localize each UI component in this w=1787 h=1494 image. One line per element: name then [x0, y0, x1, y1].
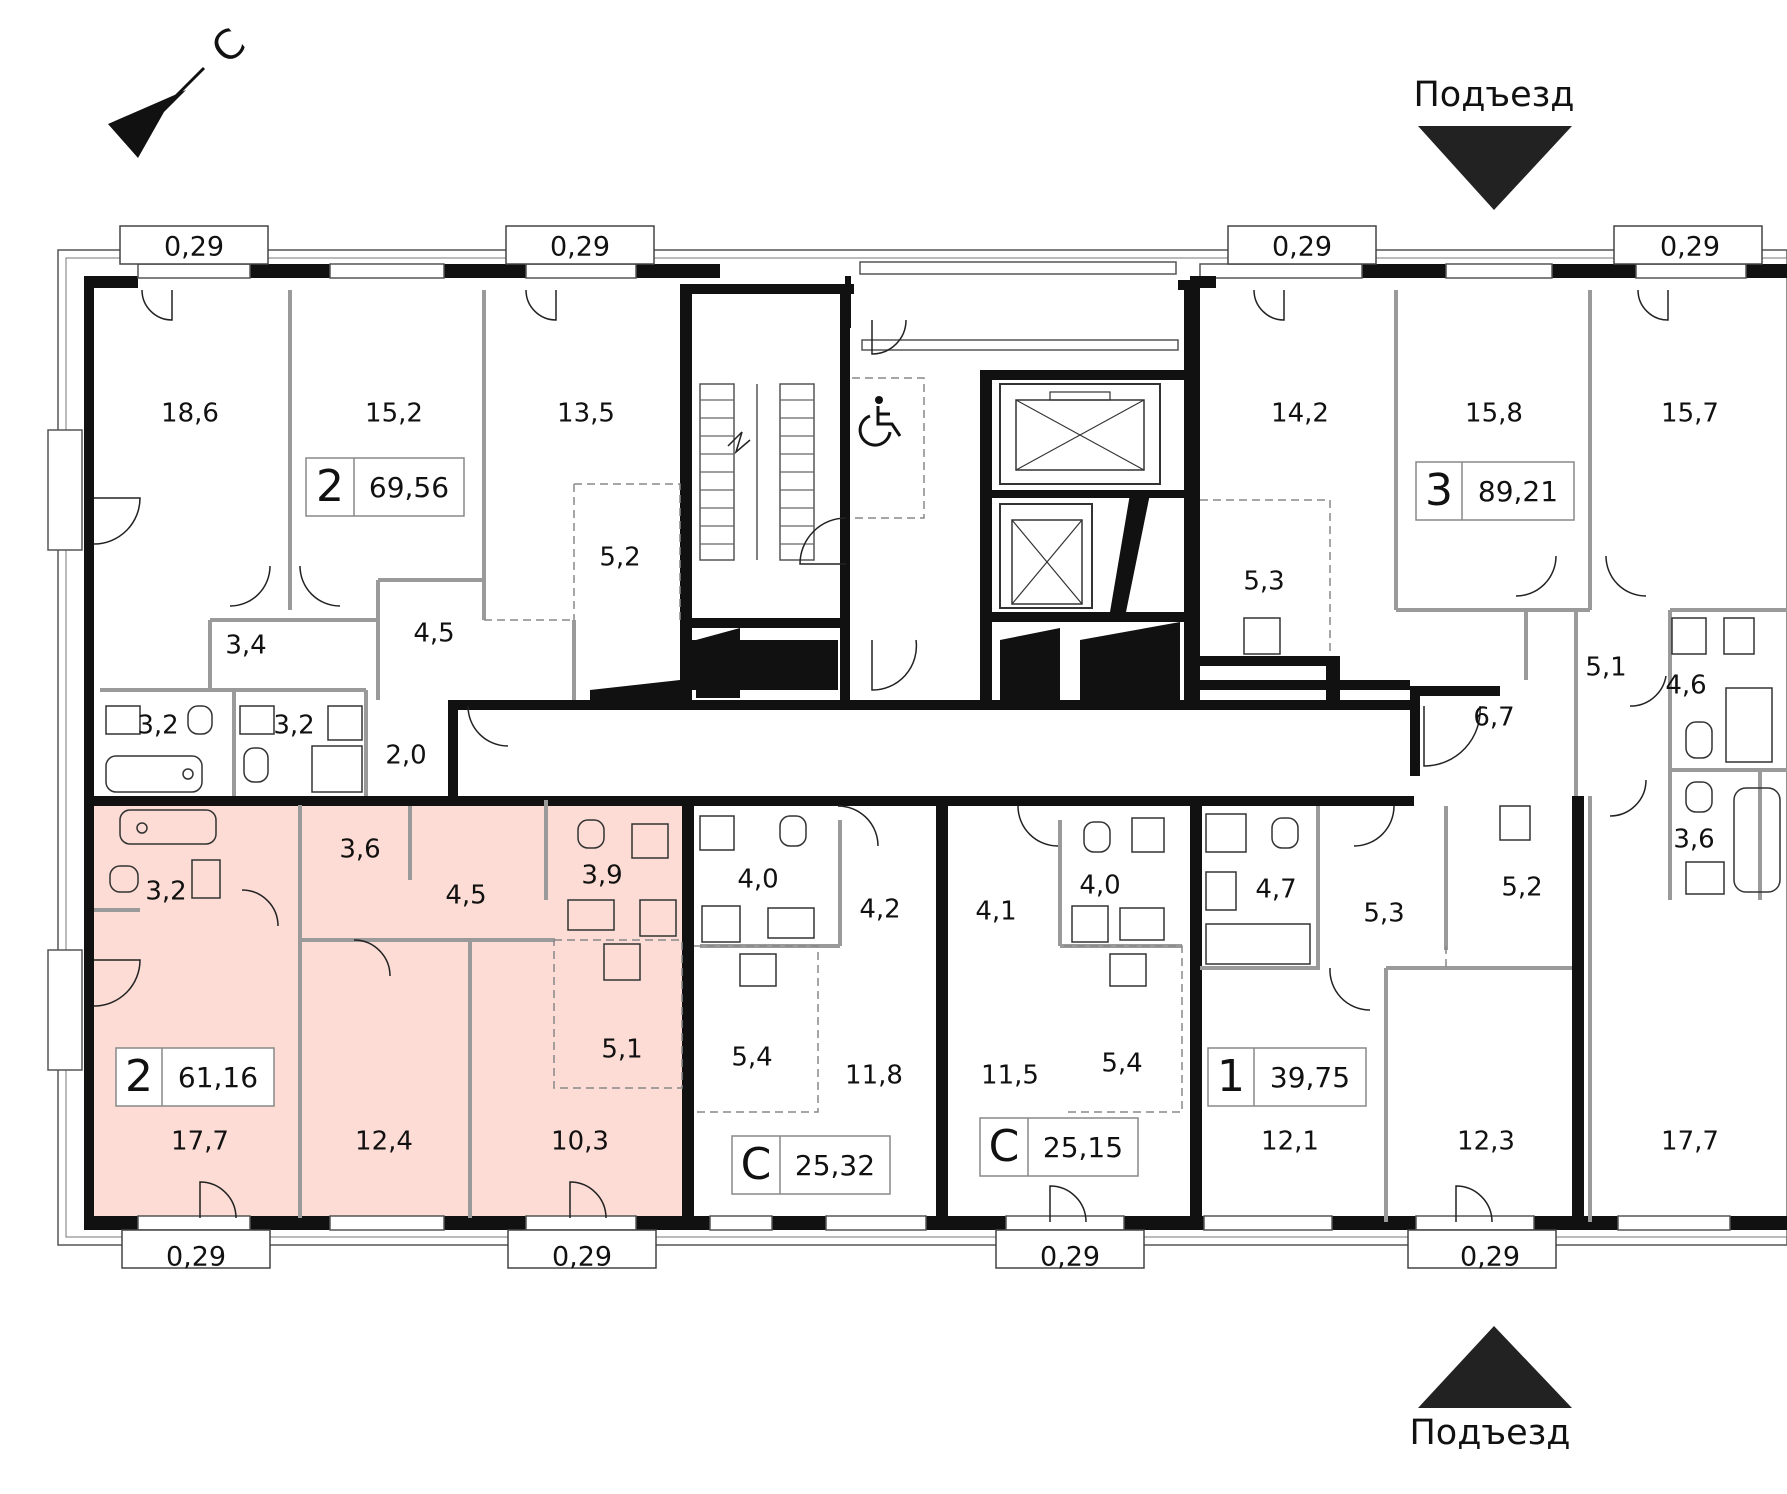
compass-arrow-icon — [108, 66, 206, 158]
balcony-bottom-1[interactable]: 0,29 — [121, 1229, 271, 1273]
room-area: 3,2 — [145, 877, 186, 907]
balcony-area-label: 0,29 — [1040, 1242, 1100, 1273]
room-area: 4,5 — [413, 619, 454, 649]
entrance-bottom-label: Подъезд — [1409, 1413, 1570, 1453]
room-area: 3,6 — [339, 835, 380, 865]
room-area: 4,6 — [1665, 671, 1706, 701]
apartment-rooms-count: 2 — [316, 461, 344, 512]
room-area: 4,7 — [1255, 875, 1296, 905]
window-left-top — [47, 429, 83, 551]
apartment-total-area: 61,16 — [178, 1061, 258, 1094]
selected-apartment-highlight[interactable] — [92, 797, 682, 1218]
room-area: 18,6 — [161, 399, 219, 429]
entrance-bottom-arrow-icon — [1418, 1326, 1572, 1408]
sanitary-fixtures — [105, 617, 1781, 987]
balcony-top-1[interactable]: 0,29 — [119, 225, 269, 265]
apartment-badge-selected[interactable]: 2 61,16 — [115, 1047, 275, 1107]
room-area: 3,9 — [581, 861, 622, 891]
room-area: 11,8 — [845, 1061, 903, 1091]
room-area: 5,1 — [1585, 653, 1626, 683]
balcony-area-label: 0,29 — [1272, 232, 1332, 263]
room-area: 2,0 — [385, 741, 426, 771]
apartment-total-area: 25,15 — [1043, 1131, 1123, 1164]
entrance-top-label: Подъезд — [1413, 75, 1574, 115]
room-area: 3,2 — [273, 711, 314, 741]
apartment-rooms-count: 1 — [1217, 1051, 1245, 1102]
apartment-badge[interactable]: 2 69,56 — [305, 457, 465, 517]
room-area: 5,3 — [1363, 899, 1404, 929]
room-area: 5,3 — [1243, 567, 1284, 597]
room-area: 3,4 — [225, 631, 266, 661]
room-area: 12,1 — [1261, 1127, 1319, 1157]
window-left-bottom — [47, 949, 83, 1071]
room-area: 5,4 — [1101, 1049, 1142, 1079]
apartment-total-area: 25,32 — [795, 1149, 875, 1182]
room-area: 4,0 — [737, 865, 778, 895]
balcony-area-label: 0,29 — [166, 1242, 226, 1273]
room-area: 15,7 — [1661, 399, 1719, 429]
apartment-total-area: 69,56 — [369, 471, 449, 504]
room-area: 4,1 — [975, 897, 1016, 927]
room-area: 12,3 — [1457, 1127, 1515, 1157]
apartment-badge[interactable]: 3 89,21 — [1415, 461, 1575, 521]
room-area: 5,1 — [601, 1035, 642, 1065]
apartment-rooms-count: С — [989, 1121, 1020, 1172]
balcony-top-3[interactable]: 0,29 — [1227, 225, 1377, 265]
balcony-top-4[interactable]: 0,29 — [1613, 225, 1763, 265]
apartment-rooms-count: 3 — [1425, 465, 1453, 516]
room-area: 17,7 — [171, 1127, 229, 1157]
room-area: 14,2 — [1271, 399, 1329, 429]
room-area: 6,7 — [1473, 703, 1514, 733]
interior-walls — [94, 276, 1584, 1222]
staircase[interactable] — [699, 383, 815, 561]
wheelchair-icon — [858, 396, 902, 447]
room-area: 4,0 — [1079, 871, 1120, 901]
balcony-area-label: 0,29 — [550, 232, 610, 263]
balcony-area-label: 0,29 — [1460, 1242, 1520, 1273]
apartment-rooms-count: С — [741, 1139, 772, 1190]
apartment-badge[interactable]: С 25,15 — [979, 1117, 1139, 1177]
room-area: 13,5 — [557, 399, 615, 429]
facade-outline — [57, 249, 1787, 1246]
room-area: 4,2 — [859, 895, 900, 925]
room-area: 5,4 — [731, 1043, 772, 1073]
room-area: 5,2 — [1501, 873, 1542, 903]
dashed-zones — [484, 377, 1447, 1113]
apartment-total-area: 39,75 — [1270, 1061, 1350, 1094]
balcony-area-label: 0,29 — [164, 232, 224, 263]
apartment-total-area: 89,21 — [1478, 475, 1558, 508]
compass-label: С — [203, 20, 254, 73]
room-area: 11,5 — [981, 1061, 1039, 1091]
balcony-top-2[interactable]: 0,29 — [505, 225, 655, 265]
room-area: 12,4 — [355, 1127, 413, 1157]
apartment-badge[interactable]: С 25,32 — [731, 1135, 891, 1195]
elevator-2[interactable] — [999, 503, 1093, 609]
balcony-bottom-2[interactable]: 0,29 — [507, 1229, 657, 1273]
room-area: 3,2 — [137, 711, 178, 741]
room-area: 3,6 — [1673, 825, 1714, 855]
room-area: 4,5 — [445, 881, 486, 911]
balcony-area-label: 0,29 — [552, 1242, 612, 1273]
apartment-badge[interactable]: 1 39,75 — [1207, 1047, 1367, 1107]
apartment-rooms-count: 2 — [125, 1051, 153, 1102]
room-area: 10,3 — [551, 1127, 609, 1157]
room-labels: 18,6 15,2 13,5 5,2 3,4 4,5 3,2 3,2 2,0 1… — [137, 399, 1719, 1157]
doors[interactable] — [93, 289, 1669, 1223]
room-area: 5,2 — [599, 543, 640, 573]
balcony-area-label: 0,29 — [1660, 232, 1720, 263]
entrance-top-arrow-icon — [1418, 126, 1572, 210]
balcony-bottom-3[interactable]: 0,29 — [995, 1229, 1145, 1273]
room-area: 17,7 — [1661, 1127, 1719, 1157]
room-area: 15,2 — [365, 399, 423, 429]
room-area: 15,8 — [1465, 399, 1523, 429]
elevator-1[interactable] — [999, 383, 1161, 485]
balcony-bottom-4[interactable]: 0,29 — [1407, 1229, 1557, 1273]
